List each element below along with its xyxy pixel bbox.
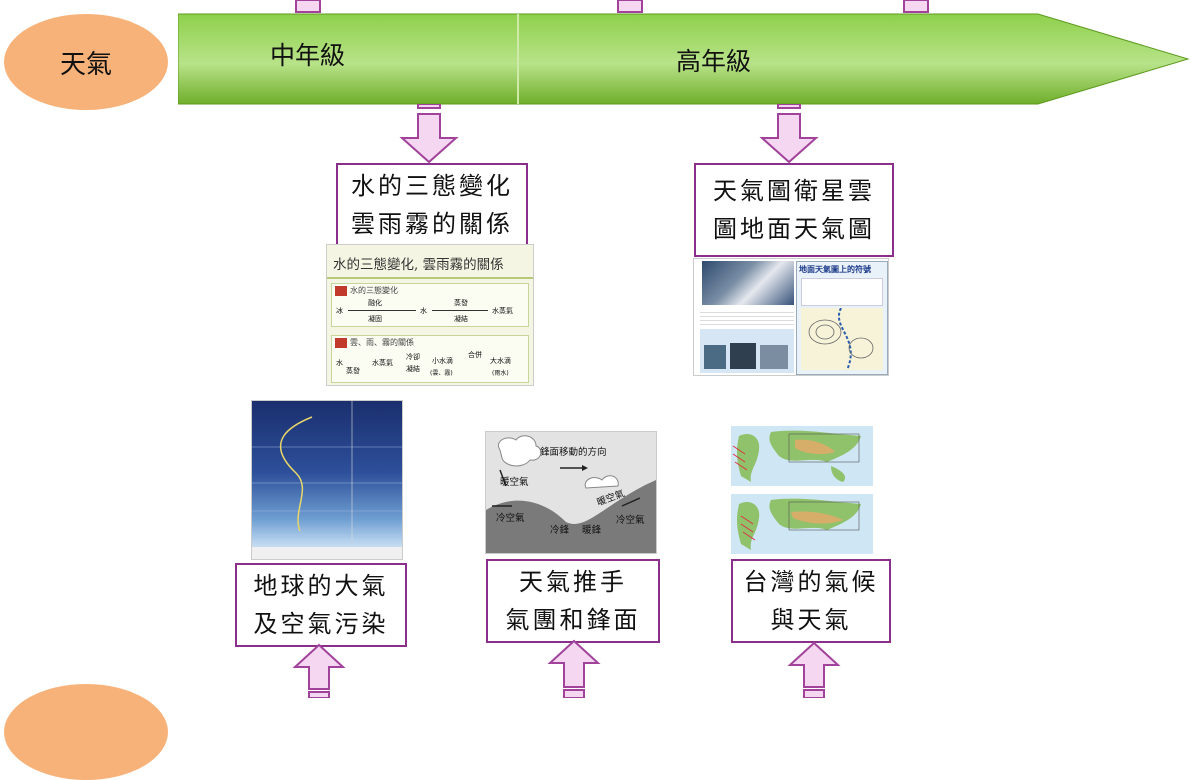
front-cold-front: 冷鋒	[550, 525, 570, 536]
slide-section1: 水的三態變化	[350, 286, 398, 295]
down-arrow-upper	[759, 104, 819, 164]
box-air-masses: 天氣推手 氣團和鋒面	[486, 559, 660, 643]
box-taiwan-climate: 台灣的氣候 與天氣	[731, 559, 891, 643]
front-cold-air-1: 冷空氣	[496, 513, 525, 524]
arrow-stub-1	[295, 0, 321, 13]
topic-label: 天氣	[59, 49, 112, 80]
front-cold-air-2: 冷空氣	[616, 515, 645, 526]
water-states-slide: 水的三態變化, 雲雨霧的關係 水的三態變化 冰 融化 凝固 水 蒸發 凝結 水蒸…	[326, 244, 534, 386]
up-arrow-3	[787, 641, 841, 698]
timeline-middle-grade: 中年級	[270, 41, 346, 70]
up-arrow-2	[547, 639, 601, 698]
atmosphere-slide	[251, 400, 403, 560]
timeline-banner	[178, 13, 1190, 105]
climate-maps-slide	[731, 426, 889, 556]
front-warm-air-1: 暖空氣	[500, 477, 529, 488]
slide-section2: 雲、雨、霧的關係	[350, 338, 414, 347]
topic-oval: 天氣	[4, 14, 168, 110]
weather-map-heading: 地面天氣圖上的符號	[799, 265, 871, 274]
box-weather-maps: 天氣圖衛星雲 圖地面天氣圖	[694, 163, 894, 257]
up-arrow-1	[292, 643, 346, 698]
topic-oval-bottom	[4, 684, 168, 780]
slide-title: 水的三態變化, 雲雨霧的關係	[333, 257, 504, 273]
box-atmosphere: 地球的大氣 及空氣污染	[235, 563, 407, 647]
front-diagram: 鋒面移動的方向 暖空氣 暖空氣 冷空氣 冷空氣 冷鋒 暖鋒	[485, 431, 657, 554]
down-arrow-middle	[399, 104, 459, 164]
front-direction-label: 鋒面移動的方向	[540, 447, 607, 458]
front-warm-front: 暖鋒	[582, 525, 602, 536]
arrow-stub-2	[617, 0, 643, 13]
arrow-stub-3	[903, 0, 929, 13]
box-water-states: 水的三態變化 雲雨霧的關係	[336, 163, 528, 247]
timeline-upper-grade: 高年級	[676, 47, 752, 76]
weather-map-slide: 地面天氣圖上的符號	[693, 258, 889, 376]
